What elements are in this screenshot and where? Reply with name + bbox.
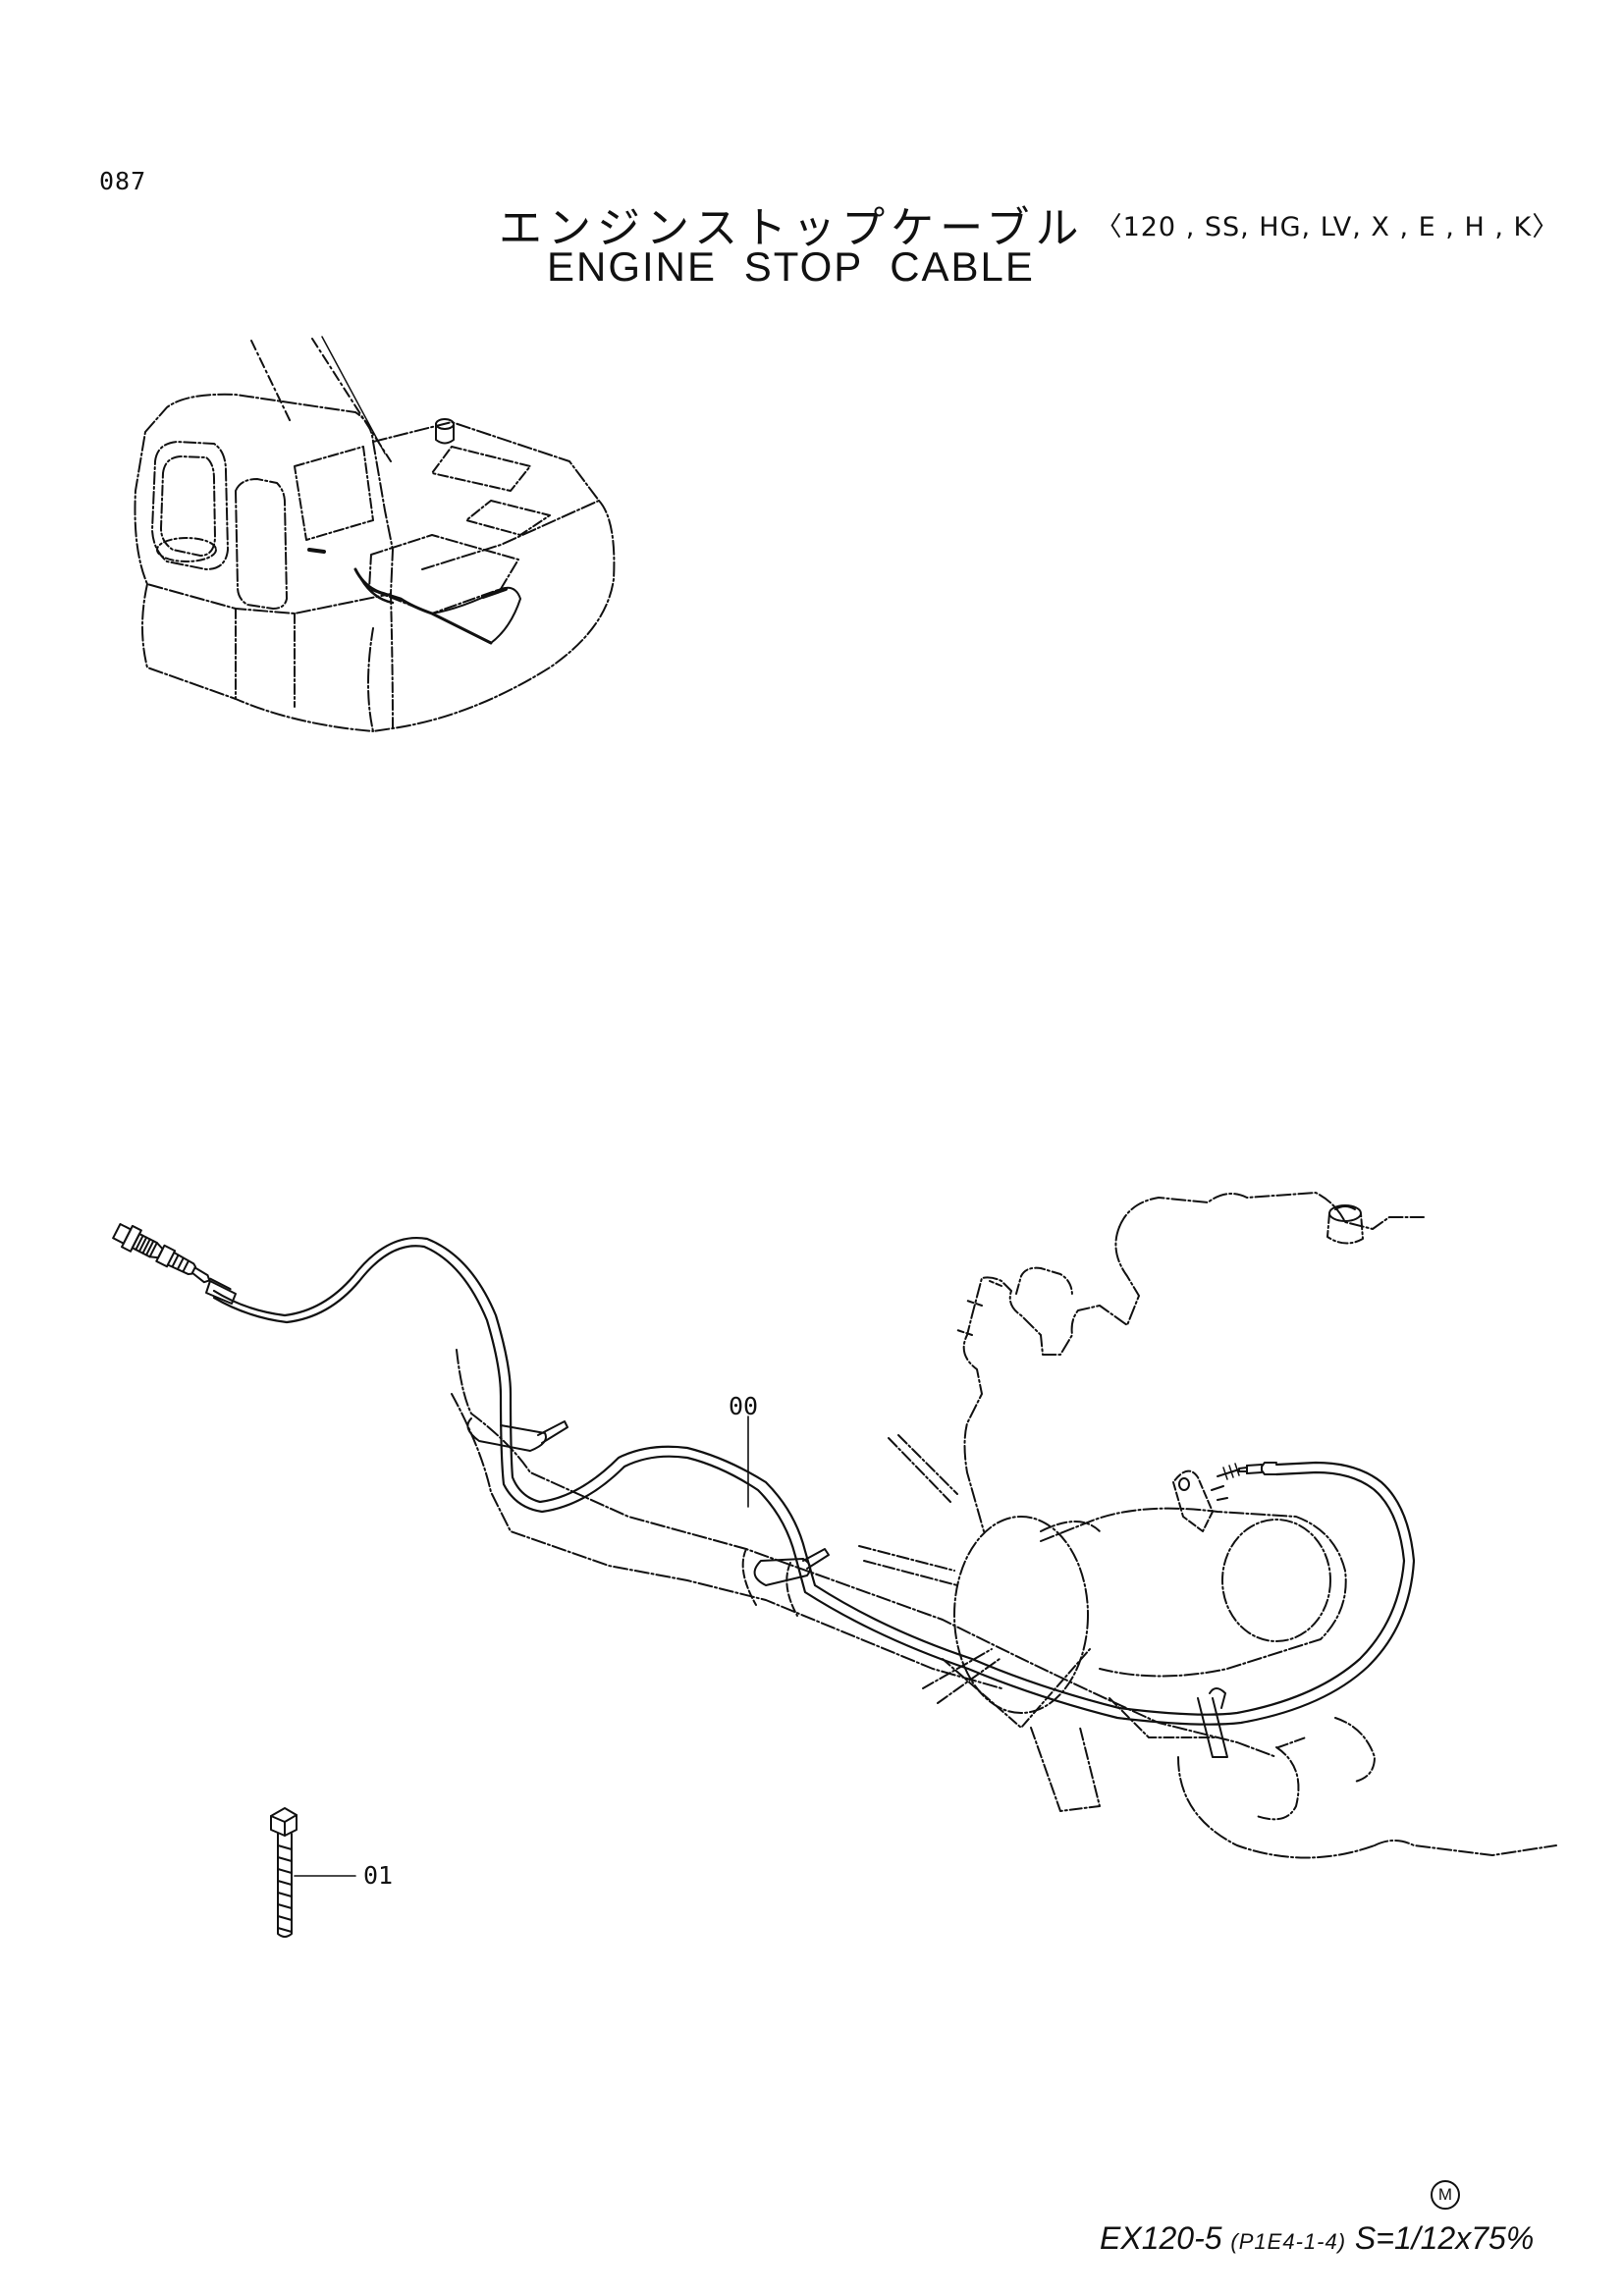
machine-overview bbox=[134, 336, 616, 732]
title-japanese: エンジンストップケーブル bbox=[499, 203, 1085, 253]
title-row: エンジンストップケーブル 〈120 , SS, HG, LV, X , E , … bbox=[499, 192, 1559, 255]
engine-detail bbox=[451, 1192, 1557, 1859]
cable-tie bbox=[270, 1807, 356, 1938]
footer-reference: EX120-5 (P1E4-1-4) S=1/12x75% bbox=[1100, 2220, 1534, 2257]
page-number: 087 bbox=[99, 167, 147, 195]
circle-m-mark: M bbox=[1431, 2180, 1460, 2210]
callout-part-00: 00 bbox=[729, 1392, 759, 1420]
callout-part-01: 01 bbox=[363, 1861, 394, 1890]
model-variants: 〈120 , SS, HG, LV, X , E , H , K〉 bbox=[1095, 211, 1560, 242]
scale-note: S=1/12x75% bbox=[1354, 2220, 1535, 2256]
engine-stop-cable bbox=[112, 1222, 1416, 1758]
title-english: ENGINE STOP CABLE bbox=[547, 243, 1035, 290]
model-code: EX120-5 bbox=[1100, 2220, 1222, 2256]
page-code: (P1E4-1-4) bbox=[1230, 2229, 1347, 2254]
